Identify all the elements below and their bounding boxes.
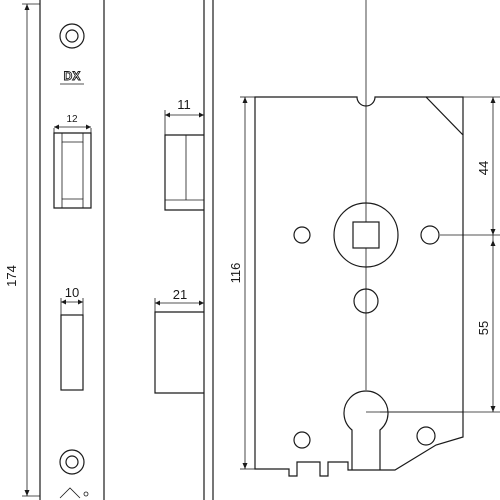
arrow-right bbox=[78, 299, 83, 305]
arrow-right bbox=[199, 300, 204, 306]
hole-bottom-right bbox=[416, 426, 436, 446]
latch-opening-outline bbox=[53, 132, 92, 209]
bottom-emblem-icon bbox=[59, 487, 81, 499]
arrow-right bbox=[86, 124, 91, 130]
arrow-down bbox=[24, 490, 30, 496]
latch-opening bbox=[53, 132, 92, 209]
arrow-up bbox=[490, 97, 496, 103]
hole-middle bbox=[353, 288, 379, 314]
bottom-screw-hole-inner bbox=[65, 455, 79, 469]
centre-distance-dimension: 55 bbox=[366, 235, 500, 413]
top-screw-hole-outer bbox=[59, 23, 85, 49]
latch-projection-label: 11 bbox=[177, 97, 191, 112]
total-height-dimension: 174 bbox=[4, 3, 40, 497]
case-height-label: 116 bbox=[228, 263, 243, 284]
dx-logo: DX bbox=[60, 69, 84, 85]
arrow-left bbox=[155, 300, 160, 306]
latch-notch-bottom bbox=[61, 198, 84, 208]
square-spindle-hole bbox=[352, 221, 380, 249]
arrow-left bbox=[61, 299, 66, 305]
faceplate-front-view: DX 12 10 bbox=[39, 0, 105, 500]
bolt-projection-dimension: 21 bbox=[154, 287, 204, 313]
lock-body-outline bbox=[254, 96, 464, 477]
hole-bottom-left bbox=[293, 431, 311, 449]
emblem-dot-icon bbox=[83, 491, 89, 497]
faceplate-outline bbox=[39, 0, 105, 500]
side-view: 11 21 bbox=[154, 0, 214, 500]
bolt-width-label: 10 bbox=[65, 285, 79, 300]
hole-right bbox=[420, 225, 440, 245]
bolt-projection-label: 21 bbox=[173, 287, 187, 302]
case-height-dimension: 116 bbox=[228, 96, 255, 470]
arrow-left bbox=[54, 124, 59, 130]
latch-projection-dimension: 11 bbox=[164, 97, 204, 136]
arrow-down bbox=[490, 229, 496, 235]
bolt-opening bbox=[60, 314, 84, 391]
backset-label: 44 bbox=[476, 161, 491, 175]
arrow-left bbox=[165, 112, 170, 118]
bolt-side bbox=[154, 311, 204, 394]
latch-width-dimension: 12 bbox=[53, 114, 92, 134]
total-height-label: 174 bbox=[4, 265, 19, 287]
arrow-up bbox=[24, 4, 30, 10]
latch-width-label: 12 bbox=[66, 114, 78, 125]
latch-notch-top bbox=[61, 133, 84, 143]
arrow-down bbox=[242, 463, 248, 469]
top-screw-hole-inner bbox=[65, 29, 79, 43]
arrow-up bbox=[490, 240, 496, 246]
bottom-screw-hole-outer bbox=[59, 449, 85, 475]
arrow-up bbox=[242, 97, 248, 103]
backset-dimension: 44 bbox=[440, 96, 500, 236]
arrow-down bbox=[490, 406, 496, 412]
hole-left bbox=[293, 226, 311, 244]
logo-text: DX bbox=[64, 69, 81, 83]
centre-distance-label: 55 bbox=[476, 321, 491, 335]
lock-body bbox=[254, 0, 464, 477]
euro-cylinder-cutout bbox=[343, 390, 389, 470]
arrow-right bbox=[199, 112, 204, 118]
side-faceplate bbox=[203, 0, 214, 500]
bolt-width-dimension: 10 bbox=[60, 285, 84, 316]
latch-side bbox=[164, 134, 204, 211]
